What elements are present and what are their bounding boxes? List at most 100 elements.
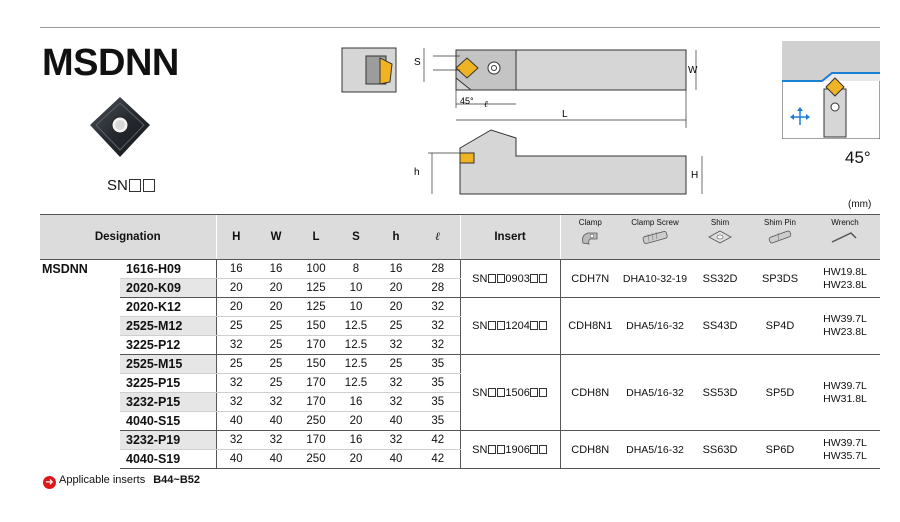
wrench-icon [831, 232, 857, 243]
dim-H-cell: 32 [215, 430, 256, 450]
th-W: W [256, 214, 296, 260]
designation-cell: 2020-K12 [120, 297, 216, 317]
dim-h-cell: 32 [376, 392, 416, 412]
dim-s-label: S [414, 57, 421, 68]
dim-S-cell: 12.5 [336, 354, 376, 374]
dim-l-cell: 42 [416, 449, 460, 469]
dim-S-cell: 20 [336, 411, 376, 431]
clamp-cell: CDH8N [559, 430, 620, 469]
dim-L-cell: 170 [296, 335, 336, 355]
holder-schematic: S W 45° ℓ L h H [341, 47, 703, 195]
designation-cell: 3225-P12 [120, 335, 216, 355]
approach-angle: 45° [845, 148, 871, 167]
designation-cell: 4040-S15 [120, 411, 216, 431]
dim-L-cell: 100 [296, 259, 336, 279]
shim-pin-cell: SP5D [750, 354, 810, 431]
insert-code: SN [107, 177, 156, 194]
dim-h-cell: 20 [376, 297, 416, 317]
clamp-cell: CDH8N [559, 354, 620, 431]
dim-l-cell: 32 [416, 316, 460, 336]
dim-W-cell: 40 [256, 449, 296, 469]
page-title: MSDNN [42, 42, 179, 84]
th-designation: Designation [40, 214, 216, 260]
dim-h-cell: 32 [376, 335, 416, 355]
shim-cell: SS32D [690, 259, 750, 298]
unit-label: (mm) [848, 199, 872, 210]
dim-L-cell: 250 [296, 411, 336, 431]
dim-h-cell: 25 [376, 354, 416, 374]
dim-L-cell: 250 [296, 449, 336, 469]
dim-l-cell: 42 [416, 430, 460, 450]
dim-h-cell: 25 [376, 316, 416, 336]
th-clamp-screw: Clamp Screw [620, 214, 690, 260]
shim-pin-cell: SP4D [750, 297, 810, 355]
dim-S-cell: 8 [336, 259, 376, 279]
shim-cell: SS63D [690, 430, 750, 469]
insert-image [90, 97, 150, 157]
dim-H-cell: 40 [215, 411, 256, 431]
shim-cell: SS53D [690, 354, 750, 431]
dim-H-cell: 20 [215, 278, 256, 298]
dim-h-cell: 32 [376, 373, 416, 393]
dim-W-cell: 32 [256, 392, 296, 412]
arrow-right-icon: ➜ [43, 476, 56, 489]
designation-cell: 2020-K09 [120, 278, 216, 298]
th-insert: Insert [459, 214, 560, 260]
dim-W-cell: 16 [256, 259, 296, 279]
dim-S-cell: 10 [336, 278, 376, 298]
th-L: L [296, 214, 336, 260]
dim-l-cell: 28 [416, 259, 460, 279]
dim-H-cell: 32 [215, 373, 256, 393]
dim-S-cell: 20 [336, 449, 376, 469]
th-S: S [336, 214, 376, 260]
clamp-cell: CDH7N [559, 259, 620, 298]
designation-cell: 2525-M12 [120, 316, 216, 336]
dim-H-cell: 16 [215, 259, 256, 279]
dim-l-cell: 28 [416, 278, 460, 298]
dim-S-cell: 16 [336, 392, 376, 412]
dim-l-cell: 35 [416, 373, 460, 393]
table-header: Designation H W L S h ℓ Insert Clamp Cla… [40, 214, 880, 260]
clamp-screw-cell: DHA5/16-32 [620, 354, 690, 431]
dim-h-small-label: h [414, 167, 420, 178]
dim-l-cell: 35 [416, 411, 460, 431]
dim-H-cell: 32 [215, 335, 256, 355]
dim-l-label: L [562, 109, 568, 120]
designation-cell: 1616-H09 [120, 259, 216, 279]
dim-h-cell: 32 [376, 430, 416, 450]
dim-S-cell: 12.5 [336, 335, 376, 355]
clamp-screw-icon [642, 231, 668, 244]
shim-pin-cell: SP6D [750, 430, 810, 469]
specification-table: Designation H W L S h ℓ Insert Clamp Cla… [40, 214, 880, 469]
dim-H-cell: 25 [215, 316, 256, 336]
dim-L-cell: 125 [296, 297, 336, 317]
dim-L-cell: 150 [296, 354, 336, 374]
dim-W-cell: 25 [256, 373, 296, 393]
clamp-icon [582, 232, 598, 245]
designation-cell: 2525-M15 [120, 354, 216, 374]
dim-h-cell: 16 [376, 259, 416, 279]
dim-H-cell: 32 [215, 392, 256, 412]
dim-l-small-label: ℓ [484, 99, 488, 109]
application-diagram [782, 41, 880, 139]
th-shim-pin: Shim Pin [750, 214, 810, 260]
dim-L-cell: 150 [296, 316, 336, 336]
clamp-screw-cell: DHA10-32-19 [620, 259, 690, 298]
th-h: h [376, 214, 416, 260]
dim-H-cell: 40 [215, 449, 256, 469]
dim-W-cell: 25 [256, 316, 296, 336]
top-rule [40, 27, 880, 28]
shim-pin-cell: SP3DS [750, 259, 810, 298]
